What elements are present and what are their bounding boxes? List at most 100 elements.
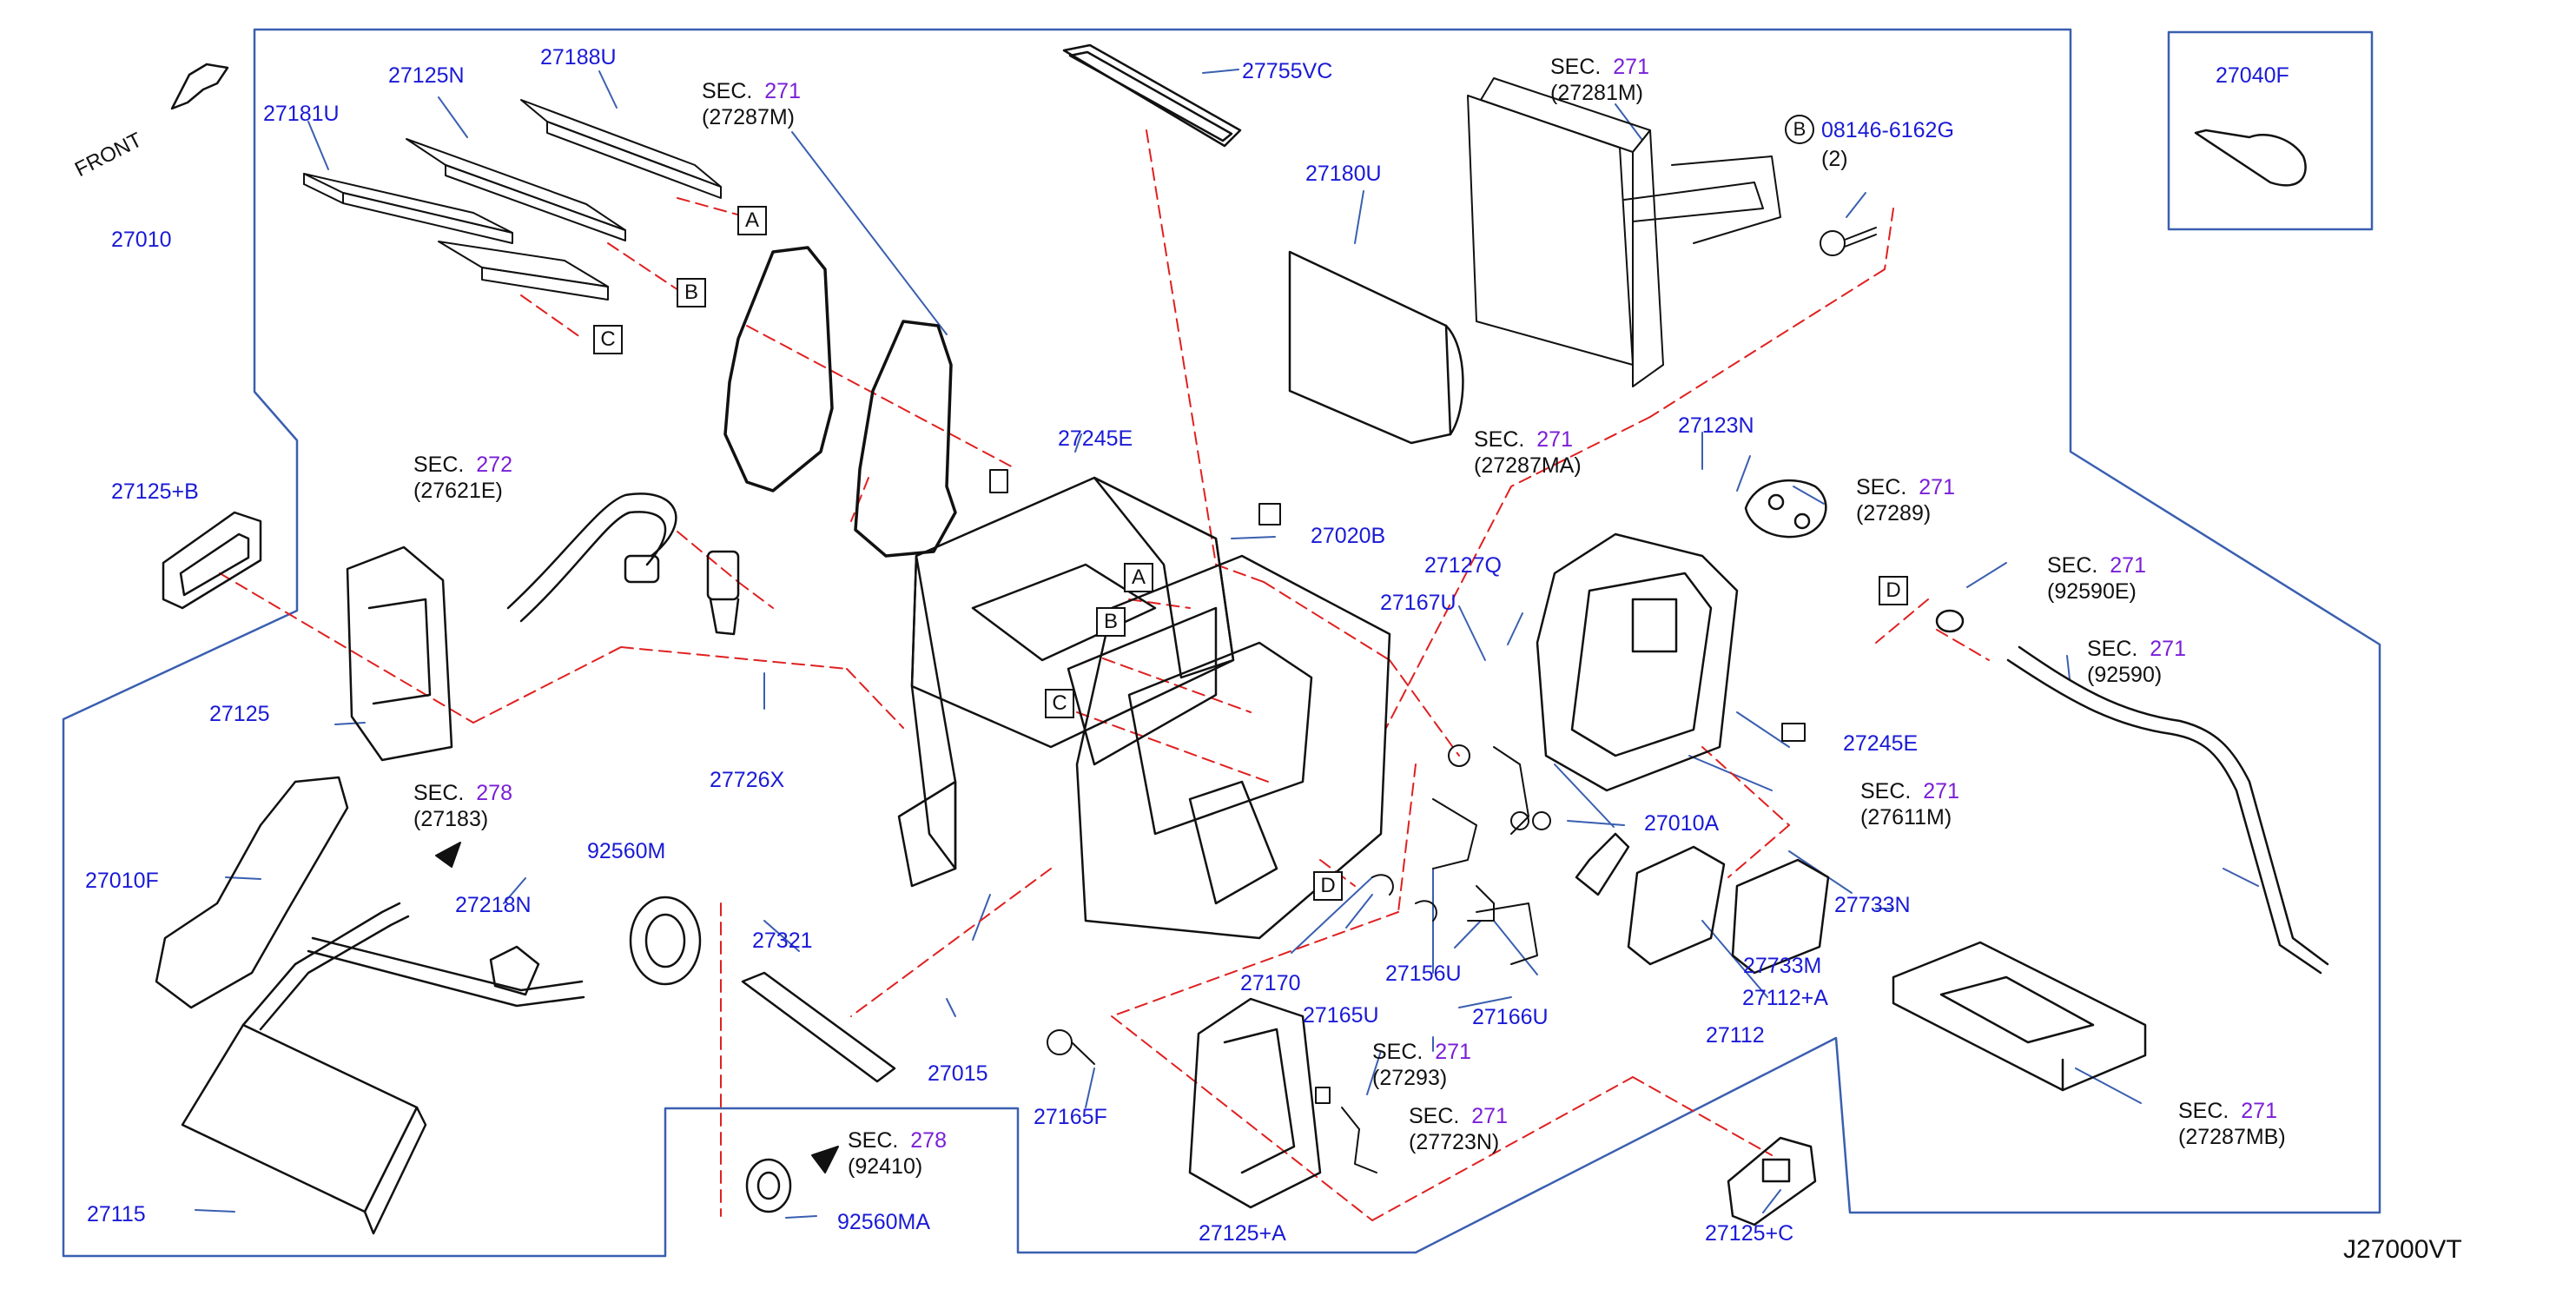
sec-92410: SEC. 278(92410) [848, 1128, 947, 1179]
leader-lines [195, 69, 2259, 1219]
diagram-code: J27000VT [2343, 1235, 2462, 1264]
front-arrow-icon [170, 63, 229, 110]
clip-27245e-icon [989, 469, 1806, 742]
label-27165f: 27165F [1034, 1105, 1107, 1129]
filter-27181u-icon [303, 173, 513, 244]
connector-27293-icon [1315, 1087, 1377, 1173]
grommet-92560m-icon [629, 896, 702, 986]
label-27010f: 27010F [85, 869, 159, 893]
label-27125: 27125 [209, 702, 270, 726]
bracket-27218n-icon [489, 945, 540, 996]
ref-box-d: D [1313, 871, 1343, 901]
label-27115: 27115 [87, 1202, 146, 1226]
label-08146: 08146-6162G [1821, 118, 1954, 142]
duct-27125c-icon [1727, 1136, 1817, 1226]
bolt-marker-b: B [1785, 115, 1814, 144]
label-27125b: 27125+B [111, 479, 199, 504]
sec-27293: SEC. 271(27293) [1372, 1040, 1471, 1090]
ref-box-b: B [1096, 607, 1126, 637]
label-92560m: 92560M [587, 839, 666, 863]
sec-92590e: SEC. 271(92590E) [2047, 553, 2146, 604]
assembly-boundary [62, 28, 2381, 1258]
label-27188u: 27188U [540, 45, 617, 69]
seal-27321-icon [741, 971, 896, 1083]
label-27112a: 27112+A [1742, 986, 1828, 1010]
clip-27040f-icon [2194, 129, 2307, 187]
label-27112: 27112 [1706, 1023, 1765, 1048]
label-27726x: 27726X [710, 768, 785, 792]
seal-27755vc-icon [1062, 43, 1242, 148]
ref-box-a-top: A [737, 206, 767, 235]
label-92560ma: 92560MA [837, 1210, 931, 1234]
label-27733n: 27733N [1834, 893, 1911, 917]
sec-27287mb: SEC. 271(27287MB) [2178, 1099, 2286, 1149]
actuator-27733m-icon [1627, 845, 1726, 966]
label-27166u: 27166U [1472, 1005, 1549, 1029]
label-27170: 27170 [1240, 971, 1301, 995]
sensor-27726x-icon [706, 550, 740, 636]
sec-27289: SEC. 271(27289) [1856, 475, 1955, 526]
label-27125c: 27125+C [1705, 1221, 1794, 1246]
filter-27188u-icon [520, 99, 722, 199]
label-27123n: 27123N [1678, 413, 1754, 438]
evaporator-27281m-icon [1467, 77, 1781, 387]
label-27167u: 27167U [1380, 591, 1456, 615]
duct-27125-icon [346, 545, 453, 762]
bolt-qty: (2) [1821, 147, 1848, 171]
screw-27165f-icon [1047, 1029, 1095, 1065]
label-27180u: 27180U [1305, 162, 1382, 186]
seal-27287m-icon [723, 246, 957, 558]
heater-27115-icon [181, 902, 585, 1235]
label-27015: 27015 [928, 1061, 988, 1086]
ref-box-c: C [1045, 689, 1074, 718]
label-27040f: 27040F [2216, 63, 2289, 88]
actuator-27733n-icon [1731, 858, 1830, 975]
label-27010: 27010 [111, 228, 172, 252]
label-27165u: 27165U [1303, 1003, 1379, 1028]
link-parts-icon [1371, 744, 1551, 965]
sec-27287m: SEC. 271(27287M) [702, 79, 801, 129]
sec-27621e: SEC. 272(27621E) [413, 453, 512, 503]
bolt-08146-icon [1820, 227, 1877, 256]
label-27218n: 27218N [455, 893, 532, 917]
ref-box-c-top: C [593, 325, 623, 354]
label-27755vc: 27755VC [1242, 59, 1333, 83]
label-27245e-a: 27245E [1058, 426, 1133, 451]
sec-92590: SEC. 271(92590) [2087, 637, 2186, 687]
ref-box-a: A [1124, 563, 1153, 592]
label-27181u: 27181U [263, 102, 340, 126]
case-27123n-icon [1536, 532, 1739, 792]
sec-27281m: SEC. 271(27281M) [1550, 55, 1649, 105]
duct-27125a-icon [1188, 997, 1322, 1209]
cover-27180u-icon [1288, 250, 1464, 445]
label-27733m: 27733M [1743, 954, 1822, 978]
27040f-inset-box [2167, 30, 2374, 231]
sec-27723n: SEC. 271(27723N) [1409, 1104, 1508, 1154]
label-27245e-b: 27245E [1843, 731, 1919, 756]
label-27125a: 27125+A [1199, 1221, 1286, 1246]
pad-27287mb-icon [1892, 941, 2147, 1092]
filter-lower-icon [438, 241, 609, 301]
ref-box-b-top: B [677, 278, 706, 307]
sec-27183: SEC. 278(27183) [413, 781, 512, 831]
label-27156u: 27156U [1385, 962, 1462, 986]
pipe-92590-icon [1935, 609, 2329, 975]
sec-27287ma: SEC. 271(27287MA) [1474, 427, 1582, 478]
bracket-27010f-icon [155, 776, 349, 1009]
guide-lines [219, 129, 1990, 1221]
hose-27621e-icon [506, 492, 677, 623]
label-27010a: 27010A [1644, 811, 1720, 836]
label-27020b: 27020B [1311, 524, 1386, 548]
pointer-arrow-icon [435, 842, 839, 1173]
duct-27125b-icon [162, 511, 262, 610]
ref-box-d-right: D [1879, 576, 1908, 605]
sec-27611m: SEC. 271(27611M) [1860, 779, 1959, 830]
case-27015-icon [897, 476, 1235, 888]
filter-27125n-icon [406, 138, 626, 241]
screw-27010a-icon [1510, 811, 1529, 830]
label-27125n: 27125N [388, 63, 465, 88]
grommet-27289-icon [1744, 479, 1827, 539]
label-27321: 27321 [752, 929, 813, 953]
lever-27112-icon [1575, 832, 1630, 896]
